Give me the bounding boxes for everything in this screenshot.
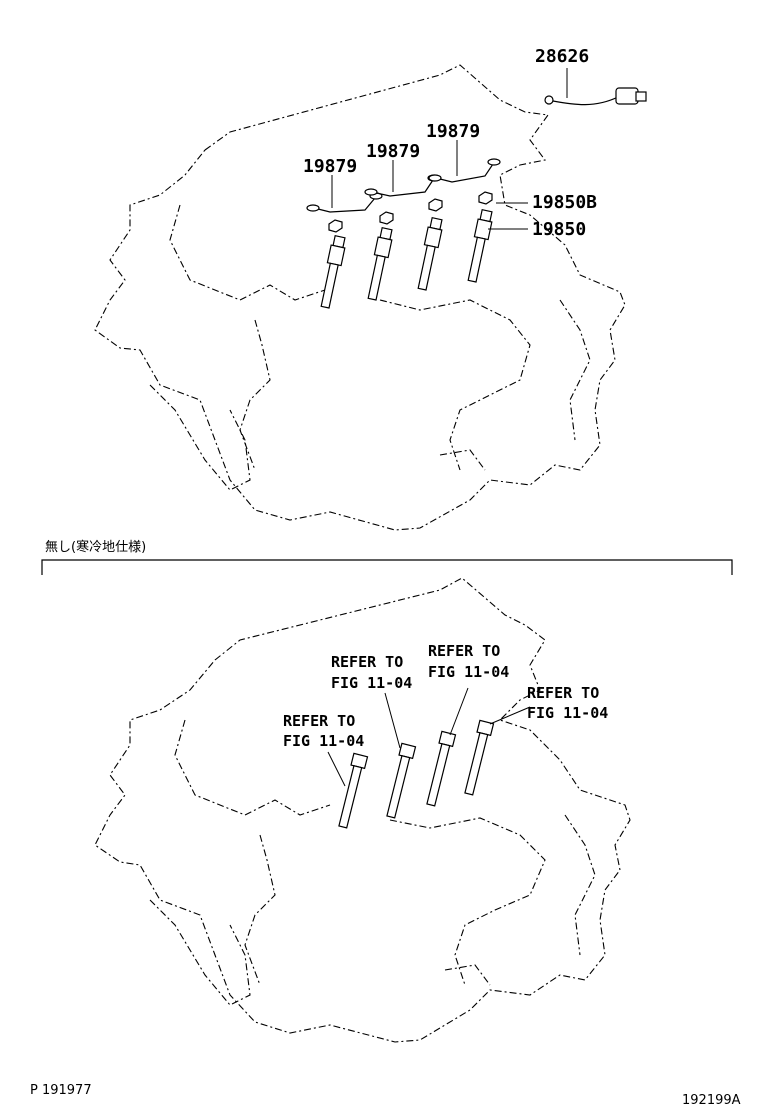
ref-1-line2: FIG 11-04 [283,732,364,750]
busbar-left[interactable] [306,192,383,213]
ref-label-3: REFER TO FIG 11-04 [428,642,509,681]
bottom-engine-outline [94,577,631,1043]
callout-sensor: 28626 [535,46,589,67]
glow-plug-1[interactable] [318,234,347,309]
callout-nut: 19850B [532,192,597,213]
ref-2-line2: FIG 11-04 [331,674,412,692]
footer-right-code: 192199A [682,1093,741,1108]
glow-plug-2[interactable] [365,226,394,301]
glow-plug-3[interactable] [415,216,444,291]
top-engine-outline [94,64,626,531]
ref-label-1: REFER TO FIG 11-04 [283,712,364,750]
callout-busbar-mid: 19879 [366,141,420,162]
ref-1-line1: REFER TO [283,712,355,730]
callout-busbar-left: 19879 [303,156,357,177]
ref-3-line2: FIG 11-04 [428,663,509,681]
ref-4-line2: FIG 11-04 [527,704,608,722]
ref-2-line1: REFER TO [331,653,403,671]
nut-4[interactable] [478,191,493,205]
glow-plug-4[interactable] [465,208,494,283]
callout-busbar-right: 19879 [426,121,480,142]
glow-plug-b3[interactable] [424,730,457,807]
sensor-harness[interactable] [544,87,647,106]
busbar-right[interactable] [428,158,501,183]
condition-note: 無し(寒冷地仕様) [45,539,146,555]
ref-4-line1: REFER TO [527,684,599,702]
ref-label-4: REFER TO FIG 11-04 [527,684,608,722]
top-leaders [331,68,568,230]
nut-2[interactable] [379,211,394,225]
ref-label-2: REFER TO FIG 11-04 [331,653,412,692]
section-bracket [41,559,733,575]
ref-3-line1: REFER TO [428,642,500,660]
glow-plug-b4[interactable] [462,719,495,796]
glow-plug-b1[interactable] [336,752,369,829]
nut-3[interactable] [428,198,443,212]
bottom-leaders [327,687,531,787]
callout-glow-plug: 19850 [532,219,586,240]
footer-left-code: P 191977 [30,1083,92,1098]
nut-1[interactable] [328,219,343,233]
glow-plug-b2[interactable] [384,742,417,819]
